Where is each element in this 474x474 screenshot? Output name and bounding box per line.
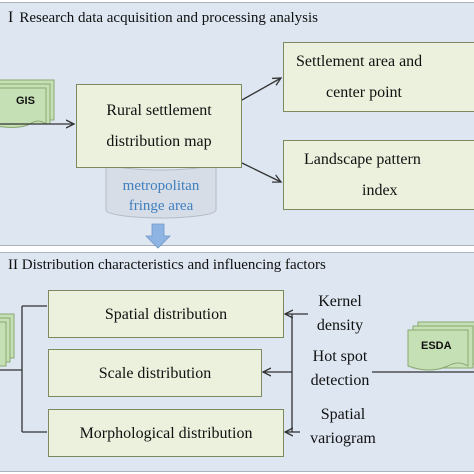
section2-title: II Distribution characteristics and infl… (8, 257, 326, 273)
spatial-variogram-label: Spatial variogram (300, 403, 386, 451)
arrow-map-to-settlement (241, 78, 281, 101)
hot-spot-label: Hot spot detection (300, 345, 380, 393)
hotspot-line1: Hot spot (312, 348, 368, 365)
morphological-distribution-box: Morphological distribution (48, 409, 284, 457)
kernel-line1: Kernel (318, 293, 362, 310)
down-arrow (145, 223, 171, 249)
map-box-line2: distribution map (106, 133, 212, 150)
scale-distribution-box: Scale distribution (48, 349, 262, 397)
variogram-line1: Spatial (320, 406, 366, 423)
landscape-pattern-box: Landscape pattern index (283, 140, 474, 210)
settlement-area-box: Settlement area and center point (283, 42, 474, 112)
section1-title-text: Research data acquisition and processing… (19, 10, 318, 26)
landscape-box-line2: index (362, 182, 398, 199)
left-bracket (21, 305, 47, 433)
cylinder-line1: metropolitan (122, 178, 200, 194)
landscape-box-line1: Landscape pattern (304, 151, 421, 168)
left-document-stack (0, 313, 15, 367)
arrow-map-to-landscape (241, 162, 281, 182)
kernel-line2: density (316, 317, 364, 334)
cylinder-line2: fringe area (128, 198, 194, 214)
spatial-distribution-box: Spatial distribution (48, 290, 284, 338)
settlement-box-line2: center point (326, 84, 402, 101)
cylinder-label: metropolitan fringe area (106, 176, 216, 216)
map-box-line1: Rural settlement (106, 102, 212, 119)
variogram-line2: variogram (310, 430, 376, 447)
esda-document-stack (407, 321, 474, 371)
gis-label: GIS (16, 95, 35, 107)
rural-settlement-map-box: Rural settlement distribution map (76, 84, 242, 168)
section1-title: I Research data acquisition and processin… (8, 9, 318, 27)
hotspot-line2: detection (310, 372, 370, 389)
settlement-box-line1: Settlement area and (296, 53, 423, 70)
kernel-density-label: Kernel density (306, 290, 374, 338)
esda-label: ESDA (421, 340, 452, 352)
section1-roman: I (8, 9, 14, 26)
